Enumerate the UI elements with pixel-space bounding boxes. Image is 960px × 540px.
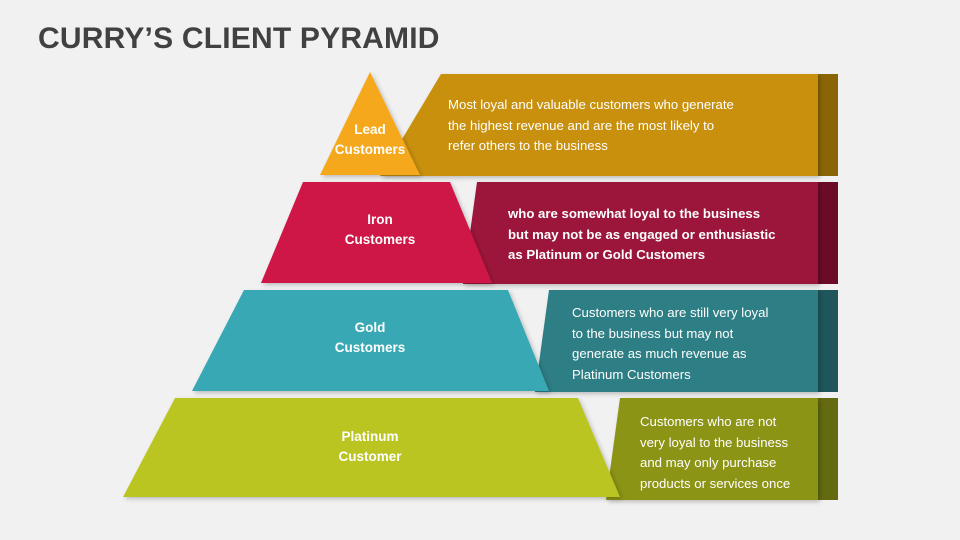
tier-3-banner-shadow: [818, 290, 838, 392]
tier-2-banner-shadow: [818, 182, 838, 284]
page-title: CURRY’S CLIENT PYRAMID: [38, 22, 440, 55]
tier-2-description: who are somewhat loyal to the business b…: [508, 206, 776, 262]
tier-1-banner[interactable]: [380, 74, 818, 176]
tier-4-platinum[interactable]: [123, 398, 838, 500]
tier-3-banner[interactable]: [535, 290, 818, 392]
tier-1-description: Most loyal and valuable customers who ge…: [448, 97, 734, 153]
tier-1-banner-shadow: [818, 74, 838, 176]
tier-3-pyramid-shape[interactable]: [192, 290, 549, 391]
tier-4-banner-shadow: [818, 398, 838, 500]
tier-1-lead[interactable]: [320, 72, 838, 176]
tier-4-pyramid-shape[interactable]: [123, 398, 620, 497]
tier-4-description: Customers who are not very loyal to the …: [640, 414, 791, 491]
tier-2-pyramid-shape[interactable]: [261, 182, 492, 283]
tier-3-gold[interactable]: [192, 290, 838, 392]
tier-2-iron[interactable]: [261, 182, 838, 284]
tier-1-pyramid-shape[interactable]: [320, 72, 420, 175]
tier-2-banner[interactable]: [463, 182, 818, 284]
tier-4-banner[interactable]: [606, 398, 818, 500]
tier-3-description: Customers who are still very loyal to th…: [572, 305, 769, 382]
